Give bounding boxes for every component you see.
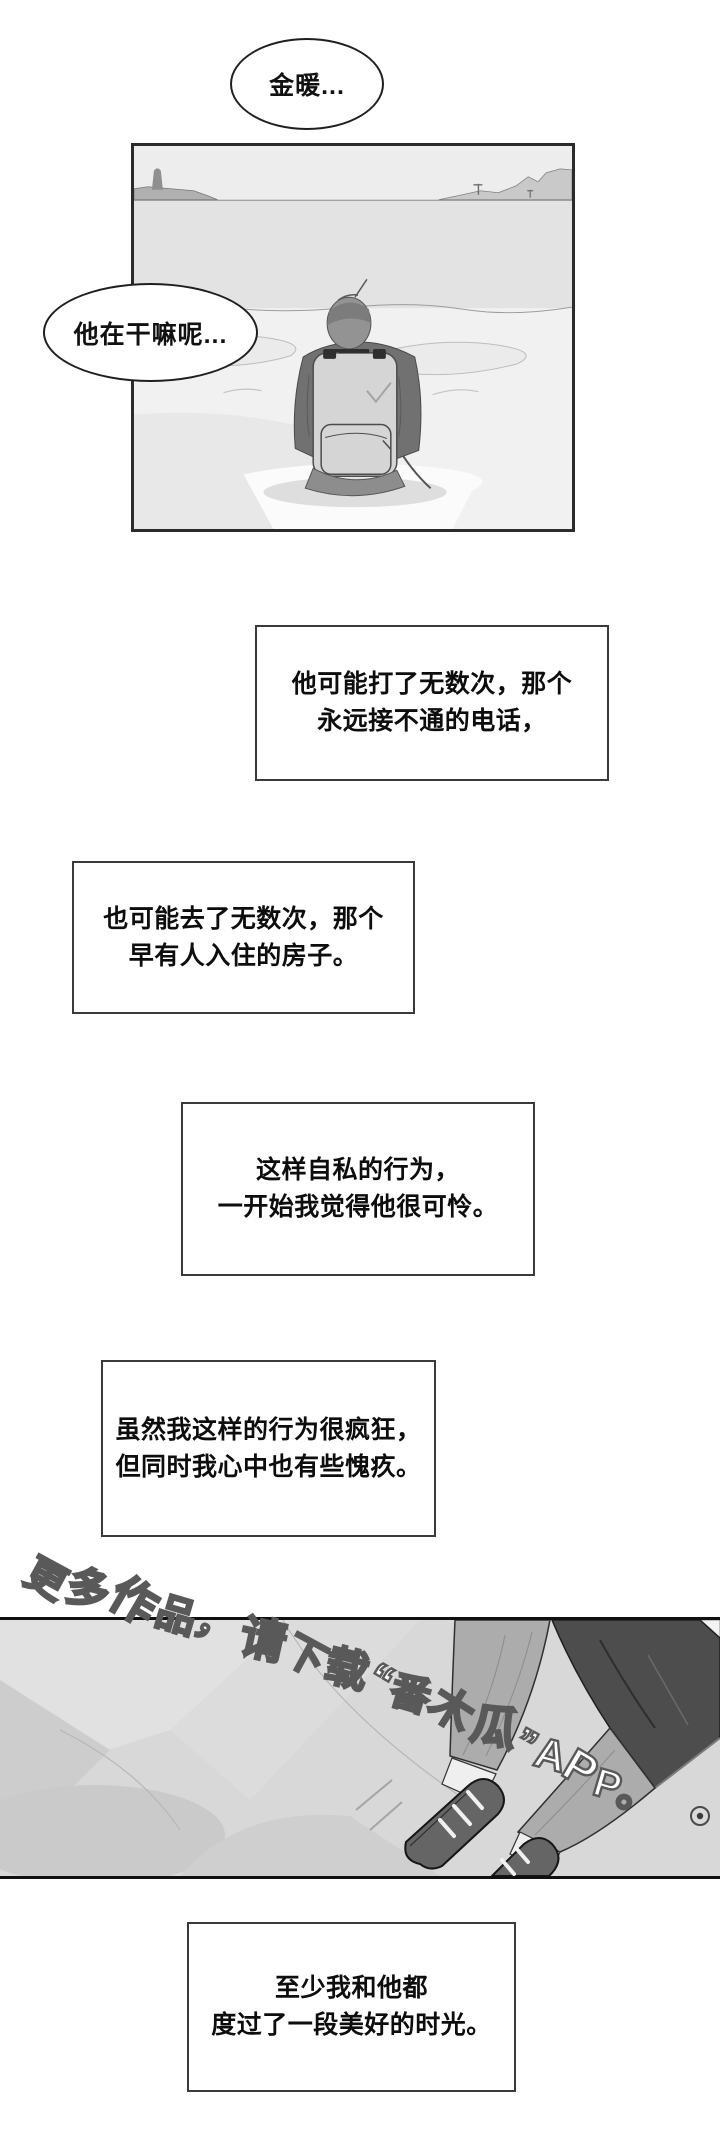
narration-2-line-2: 早有人入住的房子。 [128,941,359,970]
watermark-char: 更 [16,1549,75,1609]
seated-boy [263,278,447,508]
watermark-char: 多 [60,1560,116,1620]
walking-panel [0,1617,720,1879]
narration-5-line-1: 至少我和他都 [274,1974,428,2002]
left-shore [134,186,218,201]
walking-scene-art [0,1620,720,1876]
narration-3-line-1: 这样自私的行为， [255,1156,460,1184]
narration-box-2: 也可能去了无数次，那个 早有人入住的房子。 [72,861,415,1014]
narration-3-line-2: 一开始我觉得他很可怜。 [217,1193,499,1221]
walking-figure [355,1620,720,1876]
lighthouse [151,168,163,190]
narration-2-line-1: 也可能去了无数次，那个 [103,904,384,933]
narration-box-1: 他可能打了无数次，那个 永远接不通的电话， [255,625,609,781]
speech-bubble-1-text: 金暖... [269,72,345,100]
narration-4-line-2: 但同时我心中也有些愧疚。 [115,1452,422,1481]
speech-bubble-2: 他在干嘛呢... [43,283,258,382]
speech-bubble-1: 金暖... [230,38,384,130]
speech-bubble-2-text: 他在干嘛呢... [73,320,228,349]
narration-box-5: 至少我和他都 度过了一段美好的时光。 [187,1922,516,2092]
narration-1-line-1: 他可能打了无数次，那个 [291,670,573,698]
narration-5-line-2: 度过了一段美好的时光。 [211,2011,492,2039]
beach-scene-art [134,146,572,529]
narration-1-line-2: 永远接不通的电话， [317,707,547,735]
narration-box-3: 这样自私的行为， 一开始我觉得他很可怜。 [181,1102,535,1276]
narration-4-line-1: 虽然我这样的行为很疯狂， [115,1415,422,1444]
narration-box-4: 虽然我这样的行为很疯狂， 但同时我心中也有些愧疚。 [101,1360,436,1537]
right-coast [438,168,572,201]
beach-panel [131,143,575,532]
